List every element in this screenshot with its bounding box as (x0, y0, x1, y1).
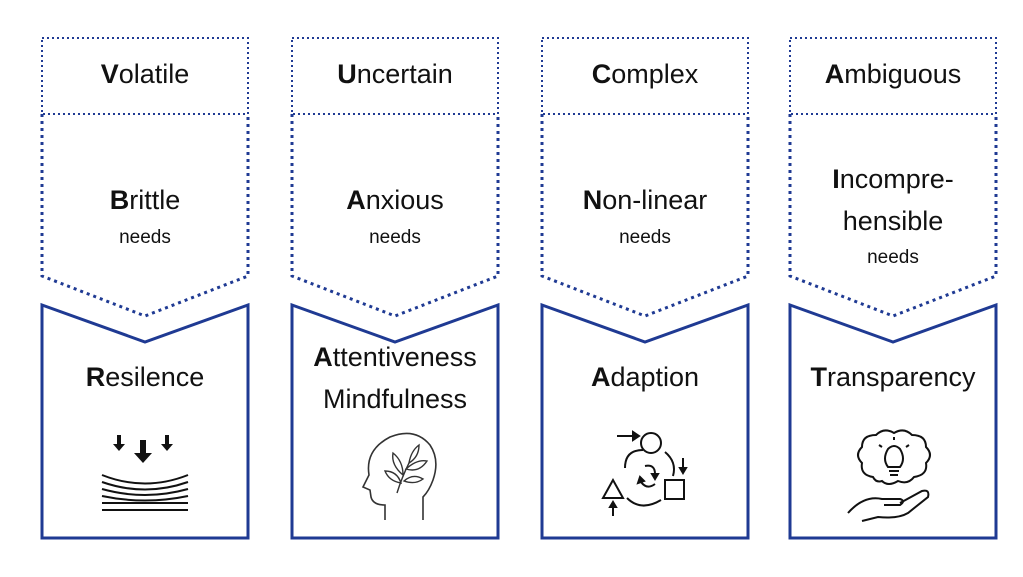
bottom-label-line-2: Mindfulness (322, 384, 468, 414)
bottom-label: Resilence (85, 362, 205, 392)
needs-label: needs (119, 227, 171, 248)
pressure-layers-icon (40, 430, 250, 530)
top-label: Volatile (100, 59, 190, 89)
column-frame (40, 37, 250, 540)
middle-label-line-2: hensible (842, 206, 944, 236)
bottom-label-line-1: Attentiveness (313, 342, 477, 372)
column-complex: Complex Non-linear needs Adaption (540, 0, 750, 577)
column-frame (788, 37, 998, 540)
middle-label: Non-linear (582, 185, 708, 215)
middle-label: Brittle (109, 185, 181, 215)
middle-label: Anxious (346, 185, 444, 215)
column-frame (290, 37, 500, 540)
bottom-label: Adaption (590, 362, 700, 392)
column-volatile: Volatile Brittle needs Resilence (40, 0, 250, 577)
column-ambiguous: Ambiguous Incompre- hensible needs Trans… (788, 0, 998, 577)
bottom-label: Transparency (810, 362, 976, 392)
needs-label: needs (619, 227, 671, 248)
needs-label: needs (867, 247, 919, 268)
top-label: Uncertain (337, 59, 453, 89)
idea-brain-hand-icon (788, 425, 998, 525)
mindful-head-icon (290, 425, 500, 525)
top-label: Complex (591, 59, 699, 89)
top-label: Ambiguous (824, 59, 962, 89)
needs-label: needs (369, 227, 421, 248)
middle-label-line-1: Incompre- (832, 164, 954, 194)
adaptation-cycle-icon (540, 428, 750, 528)
column-uncertain: Uncertain Anxious needs Attentiveness Mi… (290, 0, 500, 577)
column-frame (540, 37, 750, 540)
